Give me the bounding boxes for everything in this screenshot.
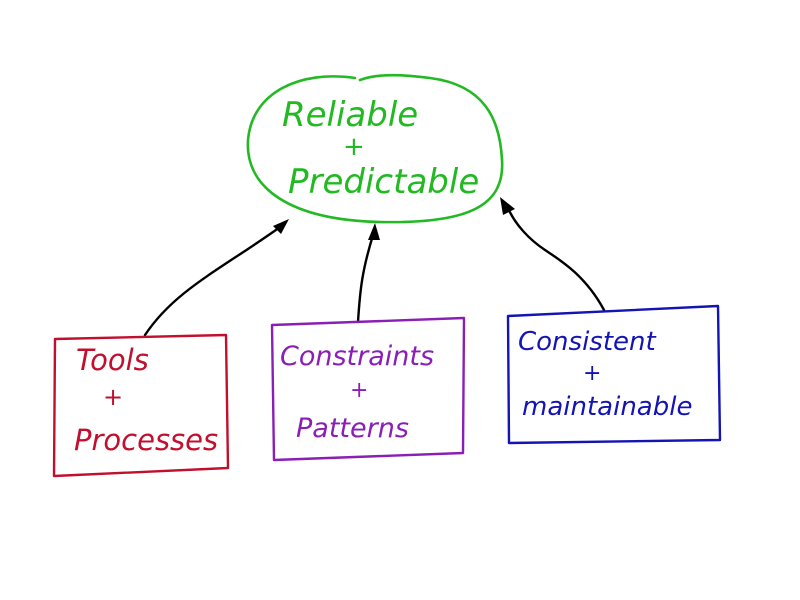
box-tools-line3: Processes xyxy=(74,423,218,457)
box-consistent-line1: Consistent xyxy=(518,327,657,357)
box-tools-processes: Tools + Processes xyxy=(52,333,230,478)
arrow-constraints-to-goal xyxy=(356,230,376,324)
goal-ellipse xyxy=(246,73,504,224)
arrows xyxy=(143,197,606,337)
goal-text-plus: + xyxy=(343,132,365,162)
box-tools-border xyxy=(52,333,230,478)
arrowhead-consistent xyxy=(500,197,515,215)
arrow-consistent-to-goal xyxy=(505,204,606,312)
box-consistent-plus: + xyxy=(583,361,601,386)
box-constraints-line1: Constraints xyxy=(280,341,434,372)
box-constraints-patterns: Constraints + Patterns xyxy=(270,316,466,462)
arrowhead-tools xyxy=(273,219,289,234)
goal-text-line1: Reliable xyxy=(282,95,418,135)
box-constraints-border xyxy=(270,316,466,462)
box-consistent-border xyxy=(506,304,722,445)
arrow-tools-to-goal xyxy=(143,223,285,337)
goal-text-line3: Predictable xyxy=(288,162,479,202)
box-tools-plus: + xyxy=(103,383,123,411)
box-constraints-plus: + xyxy=(350,378,368,403)
box-consistent-maintainable: Consistent + maintainable xyxy=(506,304,722,445)
box-tools-line1: Tools xyxy=(76,343,149,377)
goal-node: Reliable + Predictable xyxy=(246,73,504,224)
box-consistent-line3: maintainable xyxy=(522,392,692,422)
box-constraints-line3: Patterns xyxy=(296,413,409,444)
arrowhead-constraints xyxy=(368,223,380,240)
